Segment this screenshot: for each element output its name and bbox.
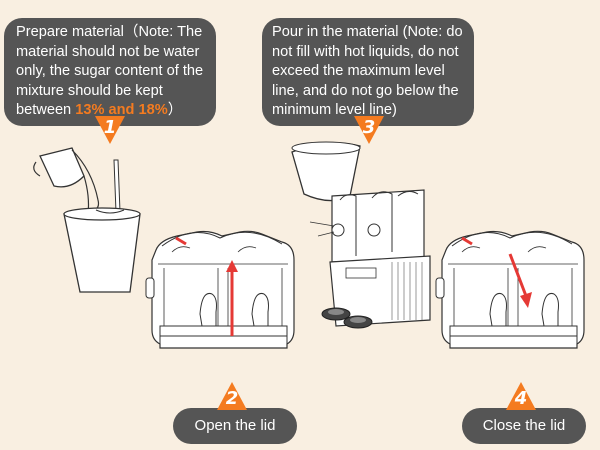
step-2-number: 2 [225, 388, 239, 409]
step-3-number: 3 [362, 117, 376, 138]
step-3-text: Pour in the material (Note: do not fill … [272, 24, 463, 118]
pitcher-icon [33, 147, 100, 215]
slush-machine-icon [145, 230, 295, 349]
step-1-badge: 1 [95, 116, 125, 144]
bowl-icon [291, 141, 361, 202]
slush-machine-icon-step4 [435, 230, 585, 349]
step-2-label: Open the lid [173, 408, 297, 444]
step-1-number: 1 [103, 117, 117, 138]
cup-icon [63, 159, 141, 293]
red-arrow-icon-step4 [461, 236, 532, 308]
step-3-badge: 3 [354, 116, 384, 144]
step-4-number: 4 [514, 388, 528, 409]
step-4-label: Close the lid [462, 408, 586, 444]
red-arrow-icon [175, 236, 238, 336]
step-1-text: Prepare material（Note: The material shou… [16, 24, 204, 118]
step-4-badge: 4 [506, 382, 536, 410]
step-2-badge: 2 [217, 382, 247, 410]
step-1-note: Prepare material（Note: The material shou… [4, 18, 216, 126]
sugar-range: 13% and 18% [75, 102, 168, 118]
step-3-note: Pour in the material (Note: do not fill … [262, 18, 474, 126]
step-1-text-end: ） [167, 102, 183, 118]
slush-machine-open-icon [309, 189, 431, 329]
